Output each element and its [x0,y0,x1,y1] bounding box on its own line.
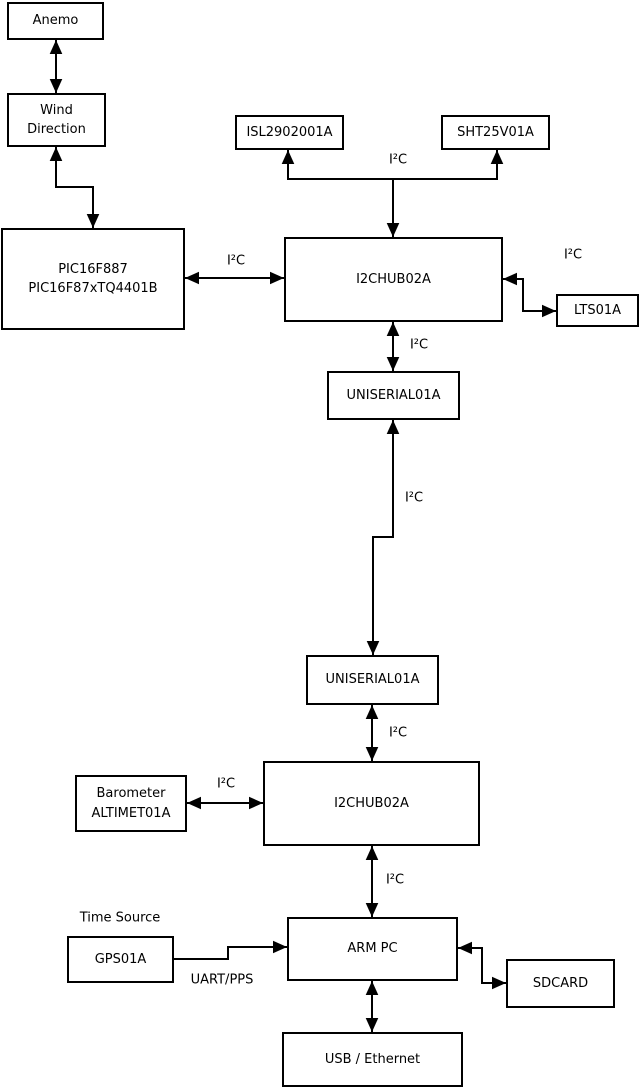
edge-gps-armpc [174,940,287,960]
edge-label-i2c-isl-sht: I²C [388,152,408,168]
edge-i2chub1-lts [503,272,556,318]
node-wind-direction-label: Wind Direction [27,102,86,138]
node-usb-ethernet-label: USB / Ethernet [324,1051,421,1067]
node-sht25v01a-label: SHT25V01A [457,124,534,140]
node-anemo: Anemo [7,2,104,40]
edge-wind-pic [49,147,100,228]
edge-label-i2c-hub1-lts: I²C [563,247,583,263]
node-sht25v01a: SHT25V01A [441,115,550,150]
node-lts01a: LTS01A [556,294,639,327]
node-isl2902001a: ISL2902001A [235,115,344,150]
node-sdcard-label: SDCARD [532,975,589,991]
edge-label-i2c-hub2-armpc: I²C [385,872,405,888]
node-wind-direction: Wind Direction [7,93,106,147]
node-uniserial01a-lower-label: UNISERIAL01A [325,672,420,688]
annotation-time-source: Time Source [79,910,161,926]
node-uniserial01a-lower: UNISERIAL01A [306,655,439,705]
node-lts01a-label: LTS01A [573,302,622,318]
edge-label-i2c-pic-hub1: I²C [226,253,246,269]
node-i2chub02a-lower: I2CHUB02A [263,761,480,846]
edge-label-i2c-uniserial1-uniserial2: I²C [404,490,424,506]
node-pic16f887: PIC16F887 PIC16F87xTQ4401B [1,228,185,330]
node-uniserial01a-upper-label: UNISERIAL01A [346,387,441,403]
edge-uniserial1-uniserial2 [366,420,400,655]
edge-label-i2c-uniserial2-hub2: I²C [388,725,408,741]
node-usb-ethernet: USB / Ethernet [282,1032,463,1087]
node-i2chub02a-lower-label: I2CHUB02A [334,795,409,811]
node-gps01a-label: GPS01A [94,951,147,967]
node-i2chub02a-upper: I2CHUB02A [284,237,503,322]
node-barometer-altimet01a-label: Barometer ALTIMET01A [91,786,171,821]
node-sdcard: SDCARD [506,959,615,1008]
node-uniserial01a-upper: UNISERIAL01A [327,371,460,420]
node-isl2902001a-label: ISL2902001A [246,124,333,140]
node-pic16f887-label: PIC16F887 PIC16F87xTQ4401B [28,261,158,297]
edge-label-i2c-barometer-hub2: I²C [216,776,236,792]
node-anemo-label: Anemo [32,13,79,29]
node-arm-pc-label: ARM PC [347,941,398,957]
node-barometer-altimet01a: Barometer ALTIMET01A [75,775,187,832]
node-i2chub02a-upper-label: I2CHUB02A [356,271,431,287]
edge-armpc-sdcard [458,941,506,990]
node-gps01a: GPS01A [67,936,174,983]
edge-label-i2c-hub1-uniserial1: I²C [409,337,429,353]
node-arm-pc: ARM PC [287,917,458,981]
edge-label-uart-pps: UART/PPS [190,972,254,988]
